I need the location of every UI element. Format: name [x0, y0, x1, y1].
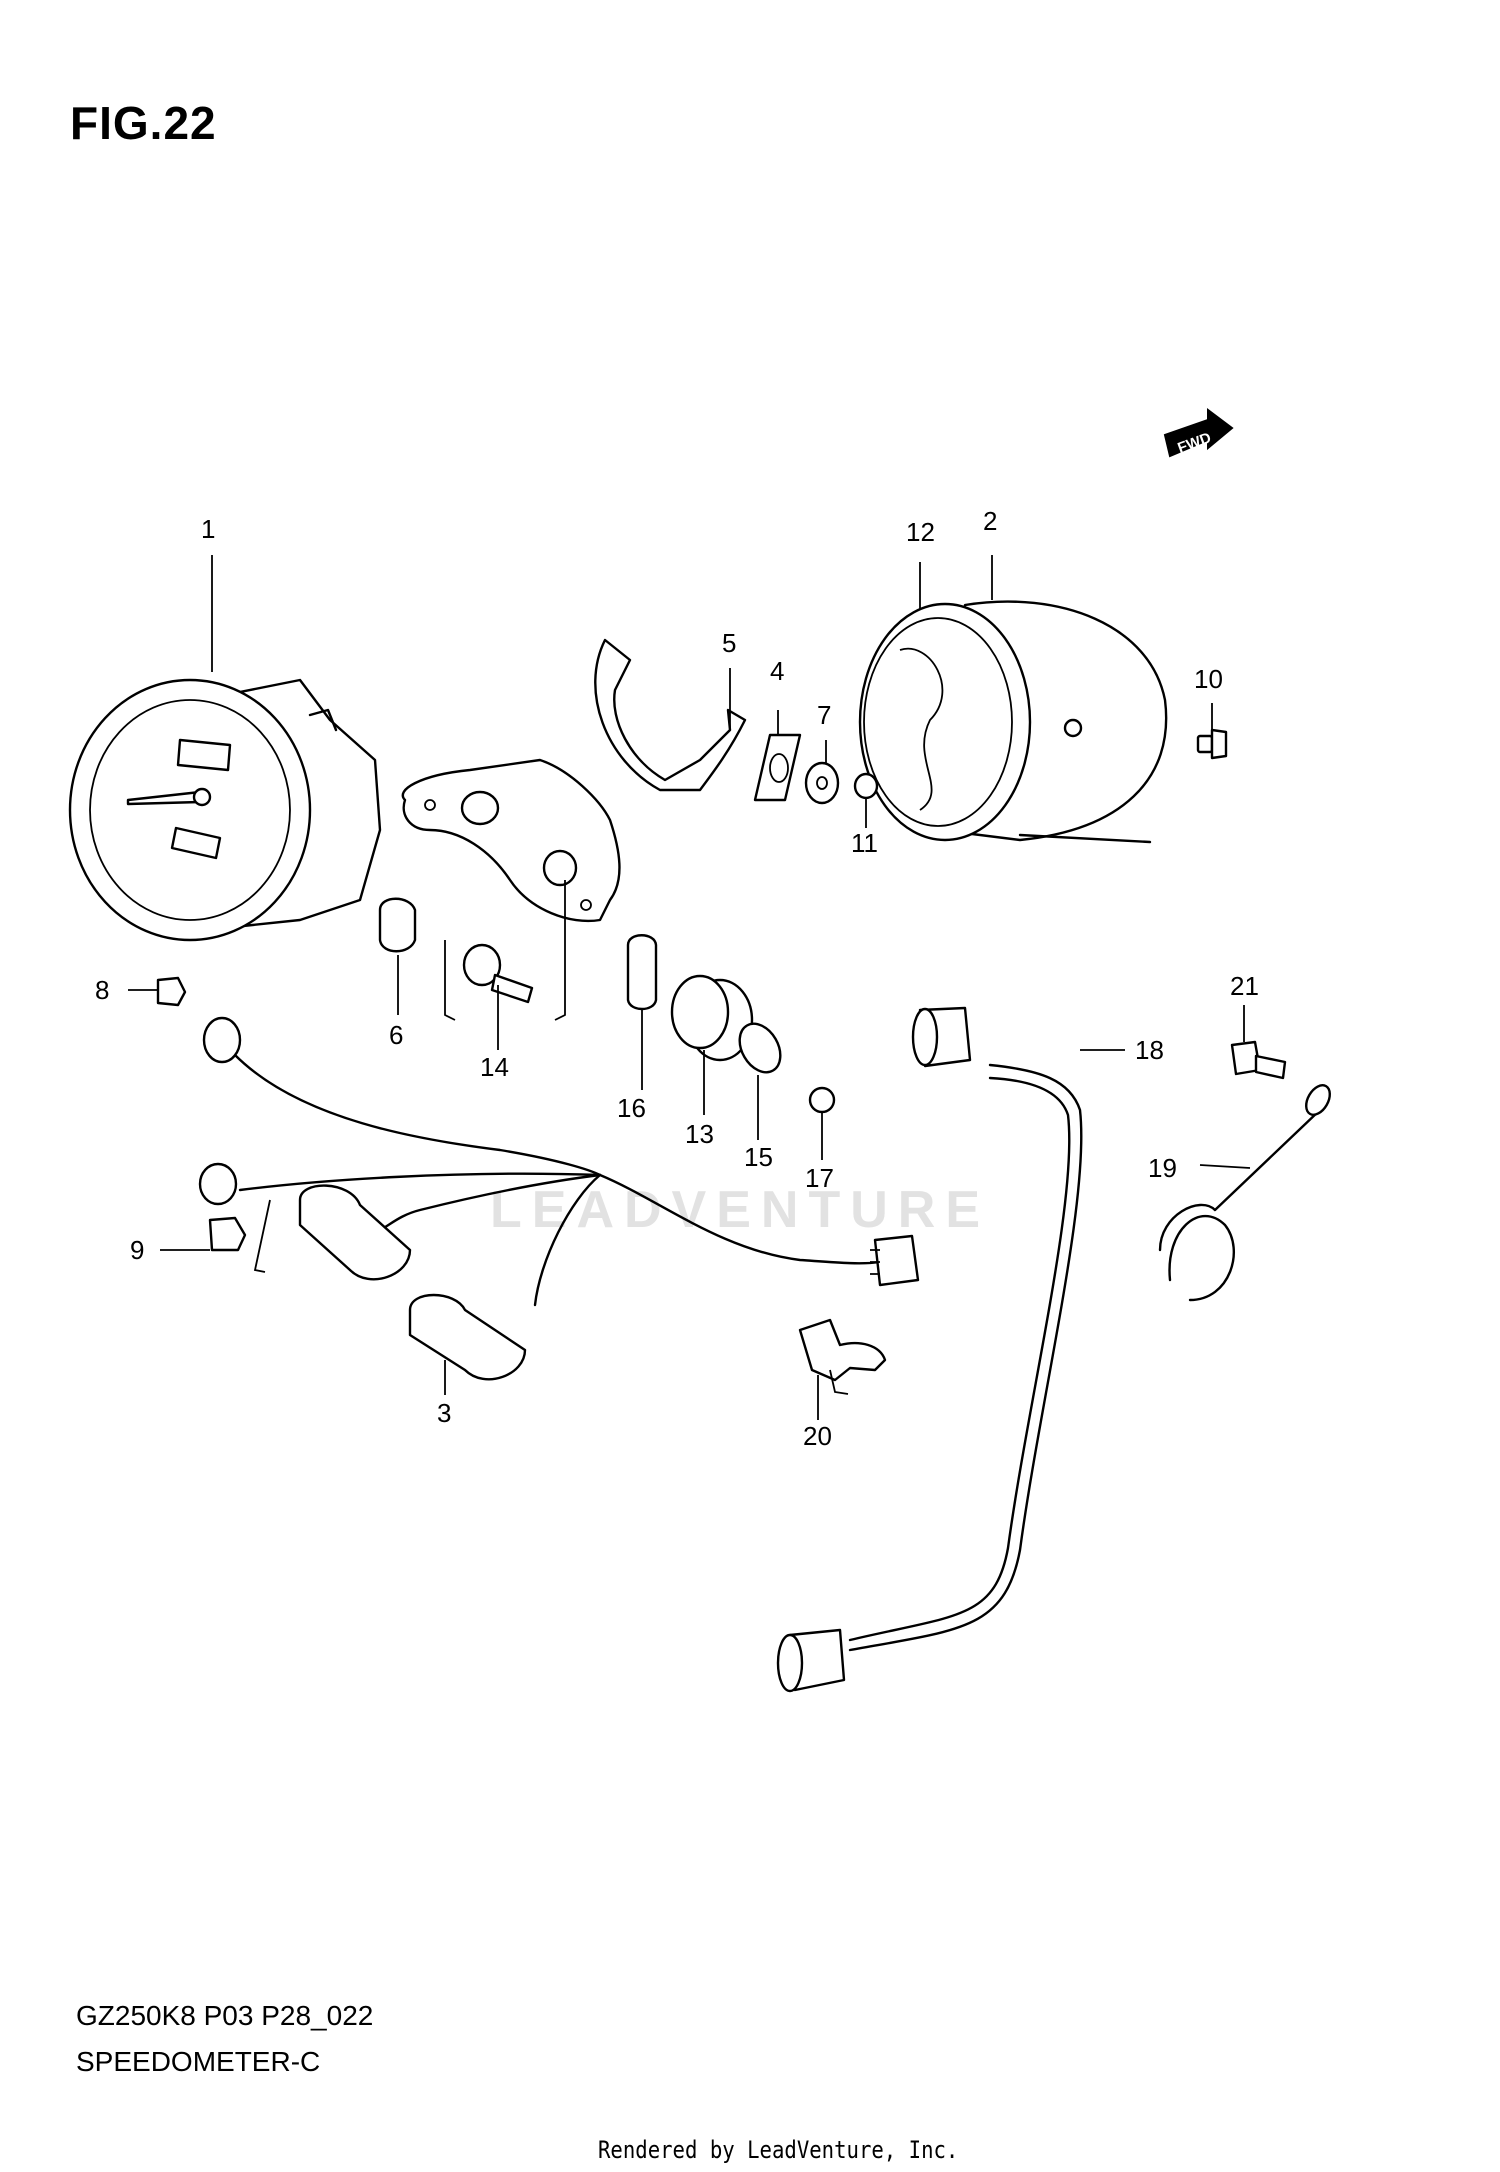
- callout-7: 7: [817, 700, 831, 730]
- bulb-9: [208, 1216, 247, 1252]
- meter-case: [858, 600, 1168, 844]
- figure-title: FIG.22: [70, 97, 217, 149]
- wiring-harness: [198, 1016, 920, 1381]
- callout-12: 12: [906, 517, 935, 547]
- callout-11: 11: [851, 828, 878, 858]
- grommet-6: [378, 897, 417, 953]
- render-credit: Rendered by LeadVenture, Inc.: [598, 2136, 959, 2164]
- leader-lines: [128, 555, 1251, 1420]
- nut-4: [753, 733, 802, 802]
- callout-17: 17: [805, 1163, 834, 1193]
- cushion-13: [670, 974, 754, 1062]
- clamp-20: [798, 1318, 887, 1395]
- callout-1: 1: [201, 514, 215, 544]
- callout-13: 13: [685, 1119, 714, 1149]
- callout-16: 16: [617, 1093, 646, 1123]
- callout-20: 20: [803, 1421, 832, 1451]
- callout-10: 10: [1194, 664, 1223, 694]
- nut-17: [808, 1086, 836, 1114]
- washer-7-hole: [816, 776, 828, 790]
- washer-7: [804, 761, 840, 805]
- bolt-21: [1230, 1040, 1287, 1080]
- callout-14: 14: [480, 1052, 509, 1082]
- callout-8: 8: [95, 975, 109, 1005]
- screw-10: [1196, 728, 1228, 760]
- callout-labels: 1 2 3 4 5 6 7 8 9 10 11 12 13 14 15 16 1…: [95, 506, 1259, 1451]
- speedometer-cable: [776, 1006, 1083, 1693]
- callout-6: 6: [389, 1020, 403, 1050]
- nut-11: [853, 772, 879, 800]
- spring-19: [1158, 1084, 1331, 1302]
- callout-4: 4: [770, 656, 784, 686]
- bolt-14: [462, 943, 534, 1004]
- callout-3: 3: [437, 1398, 451, 1428]
- callout-18: 18: [1135, 1035, 1164, 1065]
- grommet-16: [626, 934, 658, 1011]
- callout-19: 19: [1148, 1153, 1177, 1183]
- callout-2: 2: [983, 506, 997, 536]
- model-code: GZ250K8 P03 P28_022: [76, 2000, 374, 2031]
- bulb-8: [156, 976, 187, 1007]
- figure-name: SPEEDOMETER-C: [76, 2046, 321, 2077]
- speedometer-assembly: [68, 678, 382, 942]
- callout-21: 21: [1230, 971, 1259, 1001]
- forward-arrow-icon: FWD: [1163, 408, 1234, 458]
- meter-bracket: [401, 638, 747, 923]
- callout-5: 5: [722, 628, 736, 658]
- washer-15: [738, 1022, 782, 1074]
- callout-9: 9: [130, 1235, 144, 1265]
- callout-15: 15: [744, 1142, 773, 1172]
